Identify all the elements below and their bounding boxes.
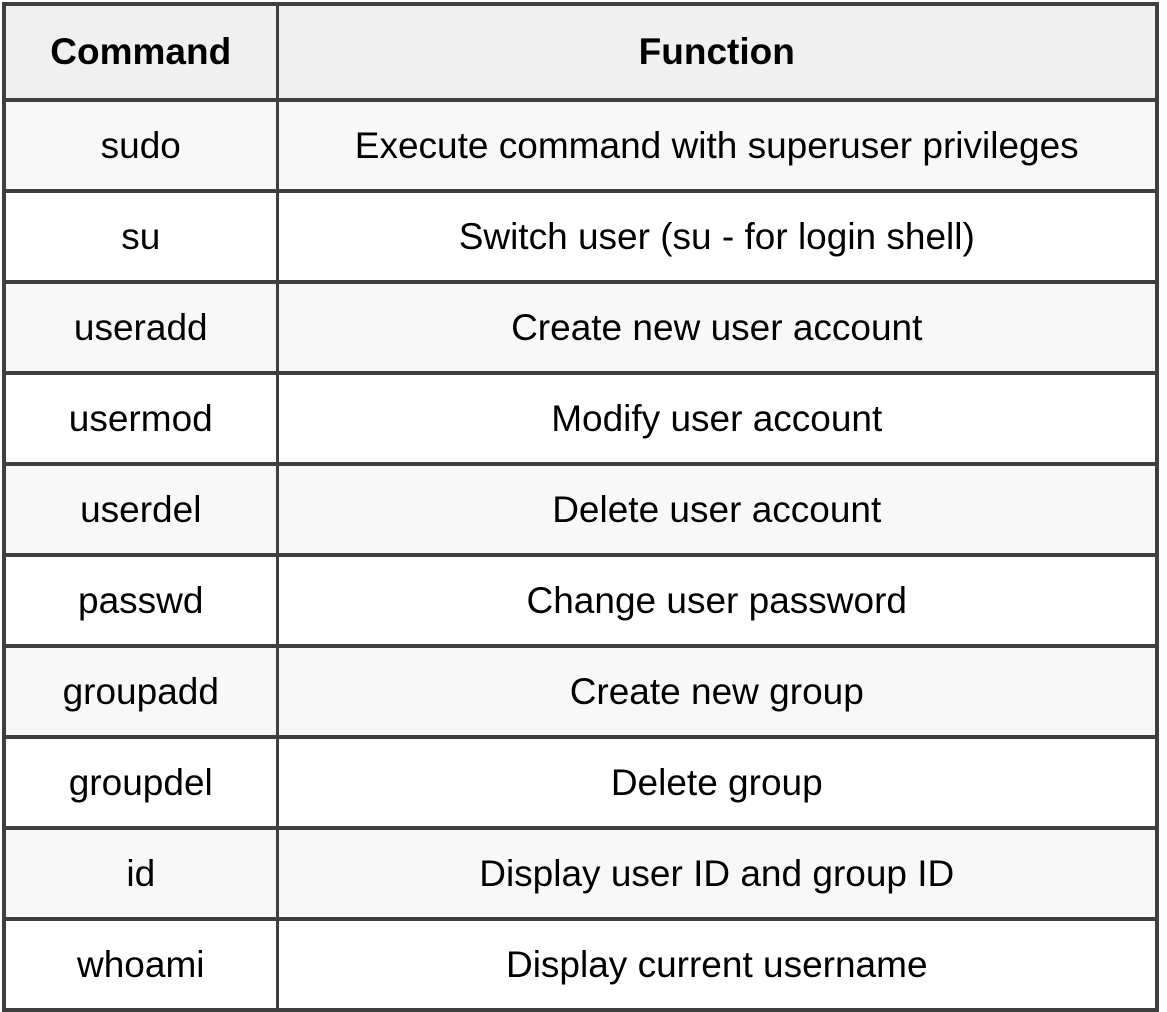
- column-header-function: Function: [277, 4, 1157, 102]
- table-header: Command Function: [4, 4, 1157, 102]
- cell-function: Delete group: [277, 737, 1157, 830]
- cell-command: id: [4, 828, 279, 921]
- cell-function: Execute command with superuser privilege…: [277, 100, 1157, 193]
- cell-command: su: [4, 191, 279, 284]
- cell-function: Create new group: [277, 646, 1157, 739]
- column-header-command: Command: [4, 4, 279, 102]
- cell-function: Display user ID and group ID: [277, 828, 1157, 921]
- cell-command: groupdel: [4, 737, 279, 830]
- table-header-row: Command Function: [4, 4, 1157, 102]
- cell-function: Create new user account: [277, 282, 1157, 375]
- cell-function: Delete user account: [277, 464, 1157, 557]
- cell-command: useradd: [4, 282, 279, 375]
- cell-command: groupadd: [4, 646, 279, 739]
- cell-function: Switch user (su - for login shell): [277, 191, 1157, 284]
- cell-function: Modify user account: [277, 373, 1157, 466]
- cell-command: passwd: [4, 555, 279, 648]
- cell-command: userdel: [4, 464, 279, 557]
- cell-function: Change user password: [277, 555, 1157, 648]
- cell-function: Display current username: [277, 919, 1157, 1010]
- cell-command: whoami: [4, 919, 279, 1010]
- cell-command: usermod: [4, 373, 279, 466]
- cell-command: sudo: [4, 100, 279, 193]
